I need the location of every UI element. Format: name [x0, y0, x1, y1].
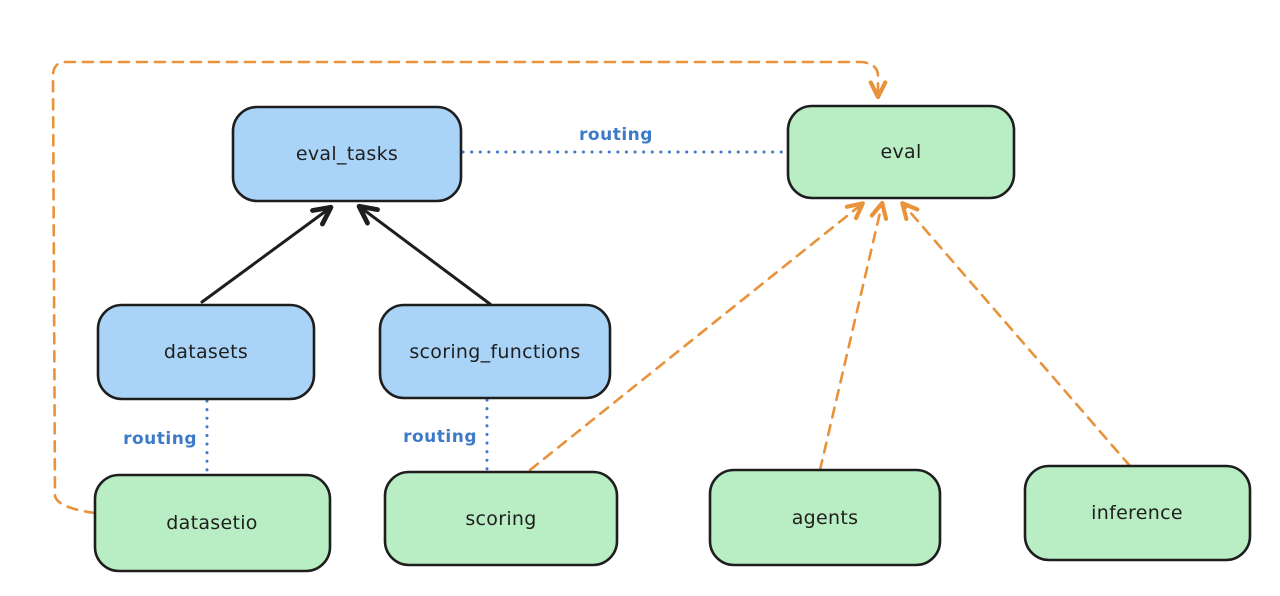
- node-inference-label: inference: [1091, 502, 1183, 524]
- edge-inference-to-eval: [900, 201, 1132, 468]
- node-scoring: scoring: [383, 470, 619, 567]
- node-eval-label: eval: [880, 141, 921, 163]
- node-eval-tasks: eval_tasks: [231, 105, 463, 203]
- node-scoring-functions-label: scoring_functions: [409, 341, 580, 363]
- routing-label-scoring: routing: [403, 427, 477, 447]
- node-scoring-functions: scoring_functions: [378, 303, 612, 400]
- routing-label-datasetio: routing: [123, 429, 197, 449]
- routing-label-top: routing: [579, 125, 653, 145]
- edge-scoring-to-eval: [528, 201, 865, 472]
- edge-agents-to-eval: [818, 200, 889, 472]
- node-inference-shape: [1023, 464, 1252, 562]
- edge-scoring-functions-to-eval-tasks: [356, 203, 492, 306]
- node-eval-shape: [786, 104, 1016, 200]
- node-datasets-label: datasets: [164, 341, 248, 363]
- node-datasets: datasets: [96, 303, 316, 401]
- node-scoring-label: scoring: [465, 508, 536, 530]
- node-agents: agents: [708, 468, 942, 567]
- node-inference: inference: [1023, 464, 1252, 562]
- node-datasetio-shape: [93, 473, 332, 573]
- node-eval-tasks-label: eval_tasks: [296, 143, 398, 165]
- node-agents-label: agents: [792, 507, 859, 529]
- node-scoring-functions-shape: [378, 303, 612, 400]
- node-datasetio: datasetio: [93, 473, 332, 573]
- node-agents-shape: [708, 468, 942, 567]
- edge-datasetio-to-eval: [51, 60, 888, 515]
- node-datasetio-label: datasetio: [166, 512, 257, 534]
- node-datasets-shape: [96, 303, 316, 401]
- node-eval-tasks-shape: [231, 105, 463, 203]
- node-eval: eval: [786, 104, 1016, 200]
- edge-datasets-to-eval-tasks: [200, 204, 334, 304]
- node-scoring-shape: [383, 470, 619, 567]
